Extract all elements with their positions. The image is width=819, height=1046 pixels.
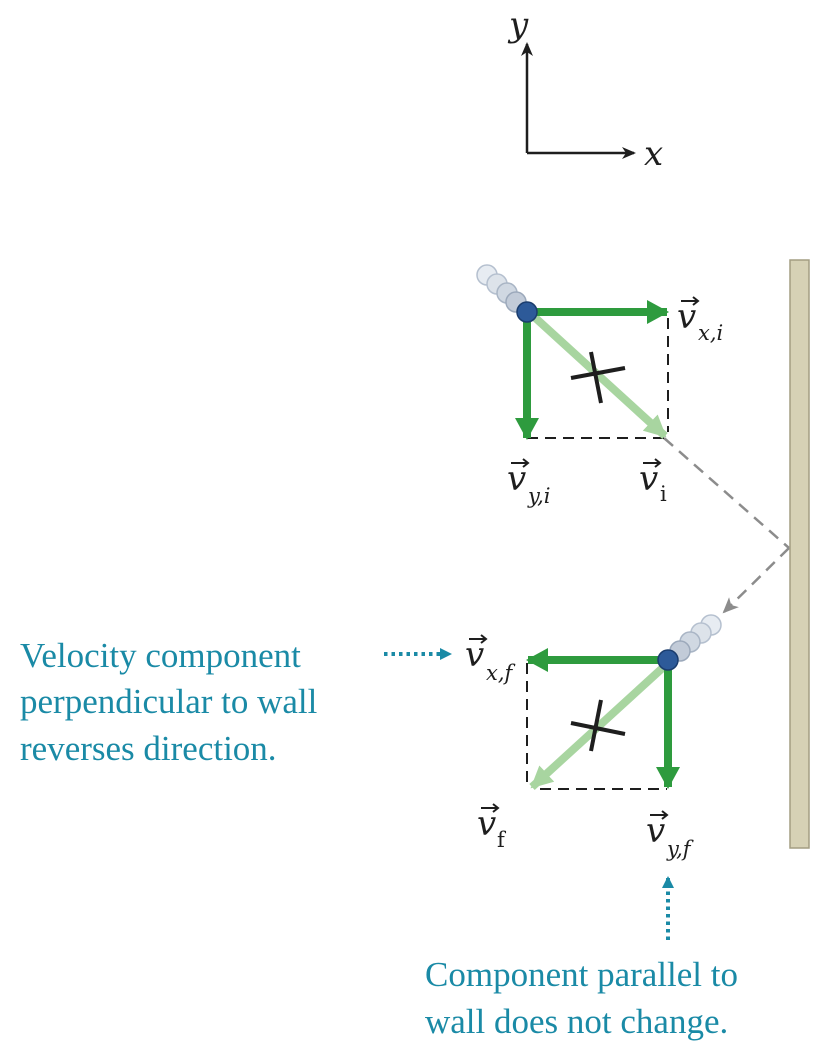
label-v-y-final: v y,f: [646, 810, 694, 861]
incoming-path: [663, 437, 790, 549]
svg-text:x,i: x,i: [698, 321, 723, 345]
ball: [657, 649, 679, 671]
annotation-line: perpendicular to wall: [20, 682, 318, 721]
coordinate-axes: y x: [507, 5, 663, 174]
annotation-line: Component parallel to: [425, 955, 738, 994]
x-axis-label: x: [644, 134, 663, 174]
initial-velocity-group: v x,i v y,i v i: [476, 264, 723, 508]
svg-text:y,i: y,i: [527, 484, 550, 508]
parallel-annotation: Component parallel to wall does not chan…: [425, 876, 738, 1041]
y-axis-label: y: [507, 5, 529, 45]
cross-mark: [589, 699, 603, 752]
svg-text:v: v: [507, 459, 526, 499]
svg-text:x,f: x,f: [486, 661, 516, 685]
cross-mark: [570, 721, 626, 736]
svg-text:v: v: [677, 297, 696, 337]
cross-mark: [570, 366, 626, 380]
svg-text:v: v: [477, 804, 496, 844]
annotation-line: Velocity component: [20, 636, 301, 675]
label-v-final: v f: [477, 803, 507, 852]
label-v-y-initial: v y,i: [507, 458, 550, 508]
v-final-arrow: [529, 660, 671, 790]
perpendicular-annotation: Velocity component perpendicular to wall…: [20, 636, 452, 768]
label-v-x-initial: v x,i: [677, 296, 723, 345]
annotation-line: wall does not change.: [425, 1002, 728, 1041]
annotation-line: reverses direction.: [20, 729, 277, 768]
svg-text:v: v: [639, 459, 658, 499]
label-v-x-final: v x,f: [465, 634, 516, 685]
final-velocity-group: v x,f v f v y,f: [465, 614, 722, 861]
svg-text:f: f: [497, 828, 507, 852]
label-v-initial: v i: [639, 458, 667, 506]
cross-mark: [589, 351, 603, 404]
svg-text:i: i: [660, 482, 667, 506]
svg-text:y,f: y,f: [666, 837, 694, 861]
svg-text:v: v: [465, 635, 484, 675]
ball: [516, 301, 538, 323]
wall: [789, 259, 810, 849]
svg-text:v: v: [646, 811, 665, 851]
outgoing-path: [722, 547, 790, 614]
